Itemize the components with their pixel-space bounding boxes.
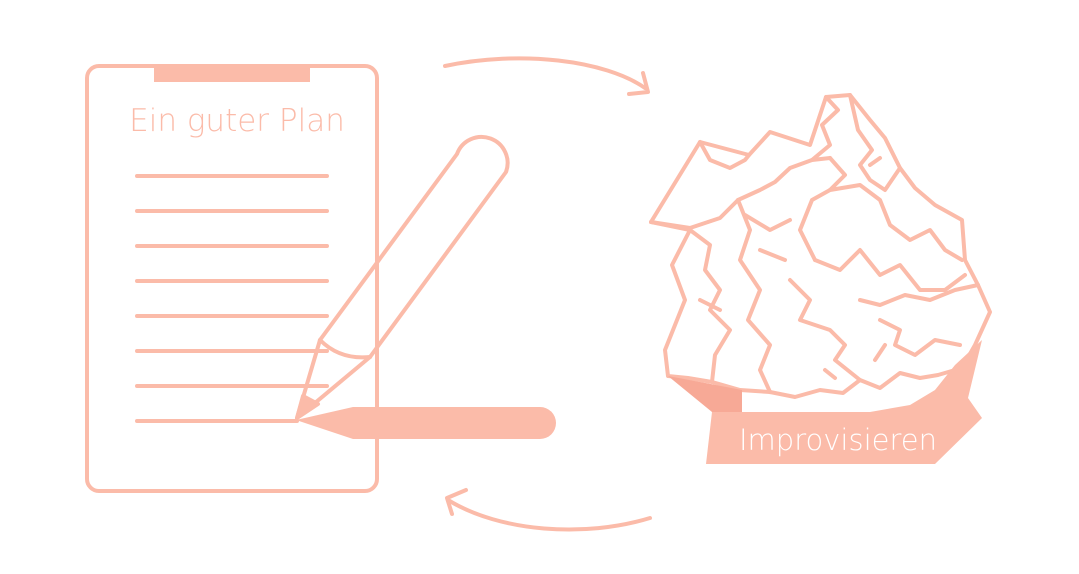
improvise-ribbon (668, 340, 982, 464)
fold-8 (828, 183, 964, 262)
fold-13 (743, 213, 792, 232)
fold-4 (848, 93, 902, 192)
paper-outline (649, 93, 992, 399)
fold-1 (649, 156, 832, 230)
curved-arrow-bottom (445, 488, 652, 532)
plan-title: Ein guter Plan (129, 103, 345, 139)
ribbon-fold-left (668, 376, 742, 412)
arrow-head-bottom-icon (445, 488, 468, 516)
pencil-stroke (296, 407, 556, 439)
fold-10 (788, 278, 862, 382)
ribbon-shape (668, 340, 982, 464)
clipboard-clip (154, 66, 310, 82)
fold-7 (688, 228, 732, 384)
fold-14 (698, 298, 722, 312)
pencil-icon (295, 134, 510, 420)
pencil-ferrule-line (318, 338, 372, 360)
clipboard-icon (85, 64, 379, 493)
pencil-body (318, 134, 510, 359)
fold-3 (810, 95, 840, 162)
fold-16 (868, 156, 882, 167)
fold-11 (858, 283, 980, 307)
improvise-label: Improvisieren (739, 423, 937, 457)
curved-arrow-top (443, 56, 650, 96)
fold-15 (823, 368, 837, 380)
fold-5 (798, 156, 847, 262)
fold-12 (878, 318, 962, 357)
pencil-lead (295, 394, 320, 420)
fold-17 (758, 248, 787, 262)
fold-6 (736, 198, 772, 394)
fold-2 (698, 140, 751, 170)
arrow-head-top-icon (627, 71, 650, 96)
fold-9 (813, 248, 967, 292)
fold-18 (873, 343, 887, 362)
crumpled-paper-icon (649, 93, 992, 399)
